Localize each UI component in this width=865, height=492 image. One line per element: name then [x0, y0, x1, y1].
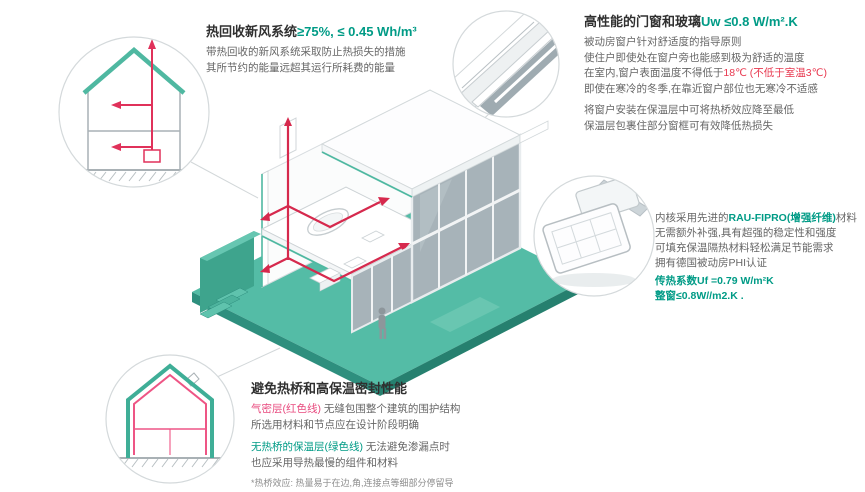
windows-body: 被动房窗户针对舒适度的指导原则 使住户即使处在窗户旁也能感到极为舒适的温度 在室… — [584, 35, 862, 134]
thermal-footnote: *热桥效应: 热量易于在边,角,连接点等细部分停留导 — [251, 478, 454, 488]
thermal-p2-text: 无法避免渗漏点时 — [363, 441, 450, 453]
windows-line2: 使住户即使处在窗户旁也能感到极为舒适的温度 — [584, 51, 805, 64]
windows-line6: 保温层包裹住部分窗框可有效降低热损失 — [584, 119, 773, 132]
windows-line3-pre: 在室内,窗户表面温度不得低于 — [584, 67, 724, 79]
windows-title-text: 高性能的门窗和玻璃 — [584, 14, 702, 29]
callout-window-profile — [533, 175, 655, 297]
callout-ventilation — [58, 36, 210, 188]
callout-thermal-bridge — [105, 354, 235, 484]
windows-line3: 在室内,窗户表面温度不得低于18℃ (不低于室温3℃) — [584, 66, 862, 82]
profile-line2: 无需额外补强,具有超强的稳定性和强度 — [655, 227, 837, 239]
profile-block: 内核采用先进的RAU-FIPRO(增强纤维)材料 无需额外补强,具有超强的稳定性… — [655, 211, 863, 304]
heat-recovery-title: 热回收新风系统≥75%, ≤ 0.45 Wh/m³ — [206, 23, 478, 40]
insulation-green-line — [126, 363, 214, 458]
profile-line1-pre: 内核采用先进的 — [655, 212, 729, 224]
thermal-p2-line2: 也应采用导热最慢的组件和材料 — [251, 456, 398, 469]
heat-recovery-title-text: 热回收新风系统 — [206, 24, 298, 39]
thermal-p1-line1: 气密层(红色线) 无缝包围整个建筑的围护结构 — [251, 402, 563, 418]
profile-line1: 内核采用先进的RAU-FIPRO(增强纤维)材料 — [655, 211, 863, 226]
airtight-layer-label: 气密层(红色线) — [251, 403, 321, 415]
profile-value1: 传热系数Uf =0.79 W/m²K — [655, 275, 774, 287]
heat-recovery-title-value: ≥75%, ≤ 0.45 Wh/m³ — [297, 24, 417, 39]
windows-line1: 被动房窗户针对舒适度的指导原则 — [584, 36, 742, 48]
airtight-red-line — [133, 373, 207, 455]
callout-window-detail — [452, 10, 560, 118]
profile-body: 内核采用先进的RAU-FIPRO(增强纤维)材料 无需额外补强,具有超强的稳定性… — [655, 211, 863, 271]
heat-recovery-line1: 带热回收的新风系统采取防止热损失的措施 — [206, 46, 406, 58]
house-illustration — [192, 89, 586, 396]
flat-roof — [320, 89, 549, 198]
thermal-title: 避免热桥和高保温密封性能 — [251, 381, 408, 396]
thermal-p1-text: 无缝包围整个建筑的围护结构 — [321, 403, 461, 415]
windows-title: 高性能的门窗和玻璃Uw ≤0.8 W/m².K — [584, 13, 862, 30]
windows-line5: 将窗户安装在保温层中可将热桥效应降至最低 — [584, 104, 794, 116]
windows-block: 高性能的门窗和玻璃Uw ≤0.8 W/m².K 被动房窗户针对舒适度的指导原则 … — [584, 13, 862, 134]
windows-title-value: Uw ≤0.8 W/m².K — [701, 14, 798, 29]
profile-line1-post: 材料 — [835, 212, 857, 224]
heat-recovery-line2: 其所节约的能量远超其运行所耗费的能量 — [206, 61, 395, 74]
windows-line3-red: 18℃ (不低于室温3℃) — [723, 67, 827, 79]
ventilation-ducts — [260, 117, 410, 283]
profile-value2: 整窗≤0.8W//m2.K . — [655, 290, 744, 302]
insulation-layer-label: 无热桥的保温层(绿色线) — [251, 441, 363, 453]
profile-line3: 可填充保温隔热材料轻松满足节能需求 — [655, 242, 834, 254]
thermal-p2: 无热桥的保温层(绿色线) 无法避免渗漏点时 也应采用导热最慢的组件和材料 — [251, 440, 563, 471]
heat-recovery-body: 带热回收的新风系统采取防止热损失的措施 其所节约的能量远超其运行所耗费的能量 — [206, 45, 478, 76]
thermal-p2-line1: 无热桥的保温层(绿色线) 无法避免渗漏点时 — [251, 440, 563, 456]
airflow-red — [120, 48, 161, 163]
thermal-block: 避免热桥和高保温密封性能 气密层(红色线) 无缝包围整个建筑的围护结构 所选用材… — [251, 380, 563, 489]
profile-line1-green: RAU-FIPRO(增强纤维) — [728, 212, 836, 224]
insulated-roof-line — [82, 47, 186, 95]
heat-recovery-block: 热回收新风系统≥75%, ≤ 0.45 Wh/m³ 带热回收的新风系统采取防止热… — [206, 23, 478, 76]
person-figure — [378, 307, 387, 339]
thermal-p1: 气密层(红色线) 无缝包围整个建筑的围护结构 所选用材料和节点应在设计阶段明确 — [251, 402, 563, 433]
profile-line4: 拥有德国被动房PHI认证 — [655, 257, 768, 269]
profile-values: 传热系数Uf =0.79 W/m²K 整窗≤0.8W//m2.K . — [655, 274, 863, 304]
garden-stairs — [199, 287, 249, 319]
bathtub — [307, 208, 349, 236]
windows-line4: 即使在寒冷的冬季,在靠近窗户部位也无寒冷不适感 — [584, 82, 818, 95]
thermal-p1-line2: 所选用材料和节点应在设计阶段明确 — [251, 418, 419, 431]
